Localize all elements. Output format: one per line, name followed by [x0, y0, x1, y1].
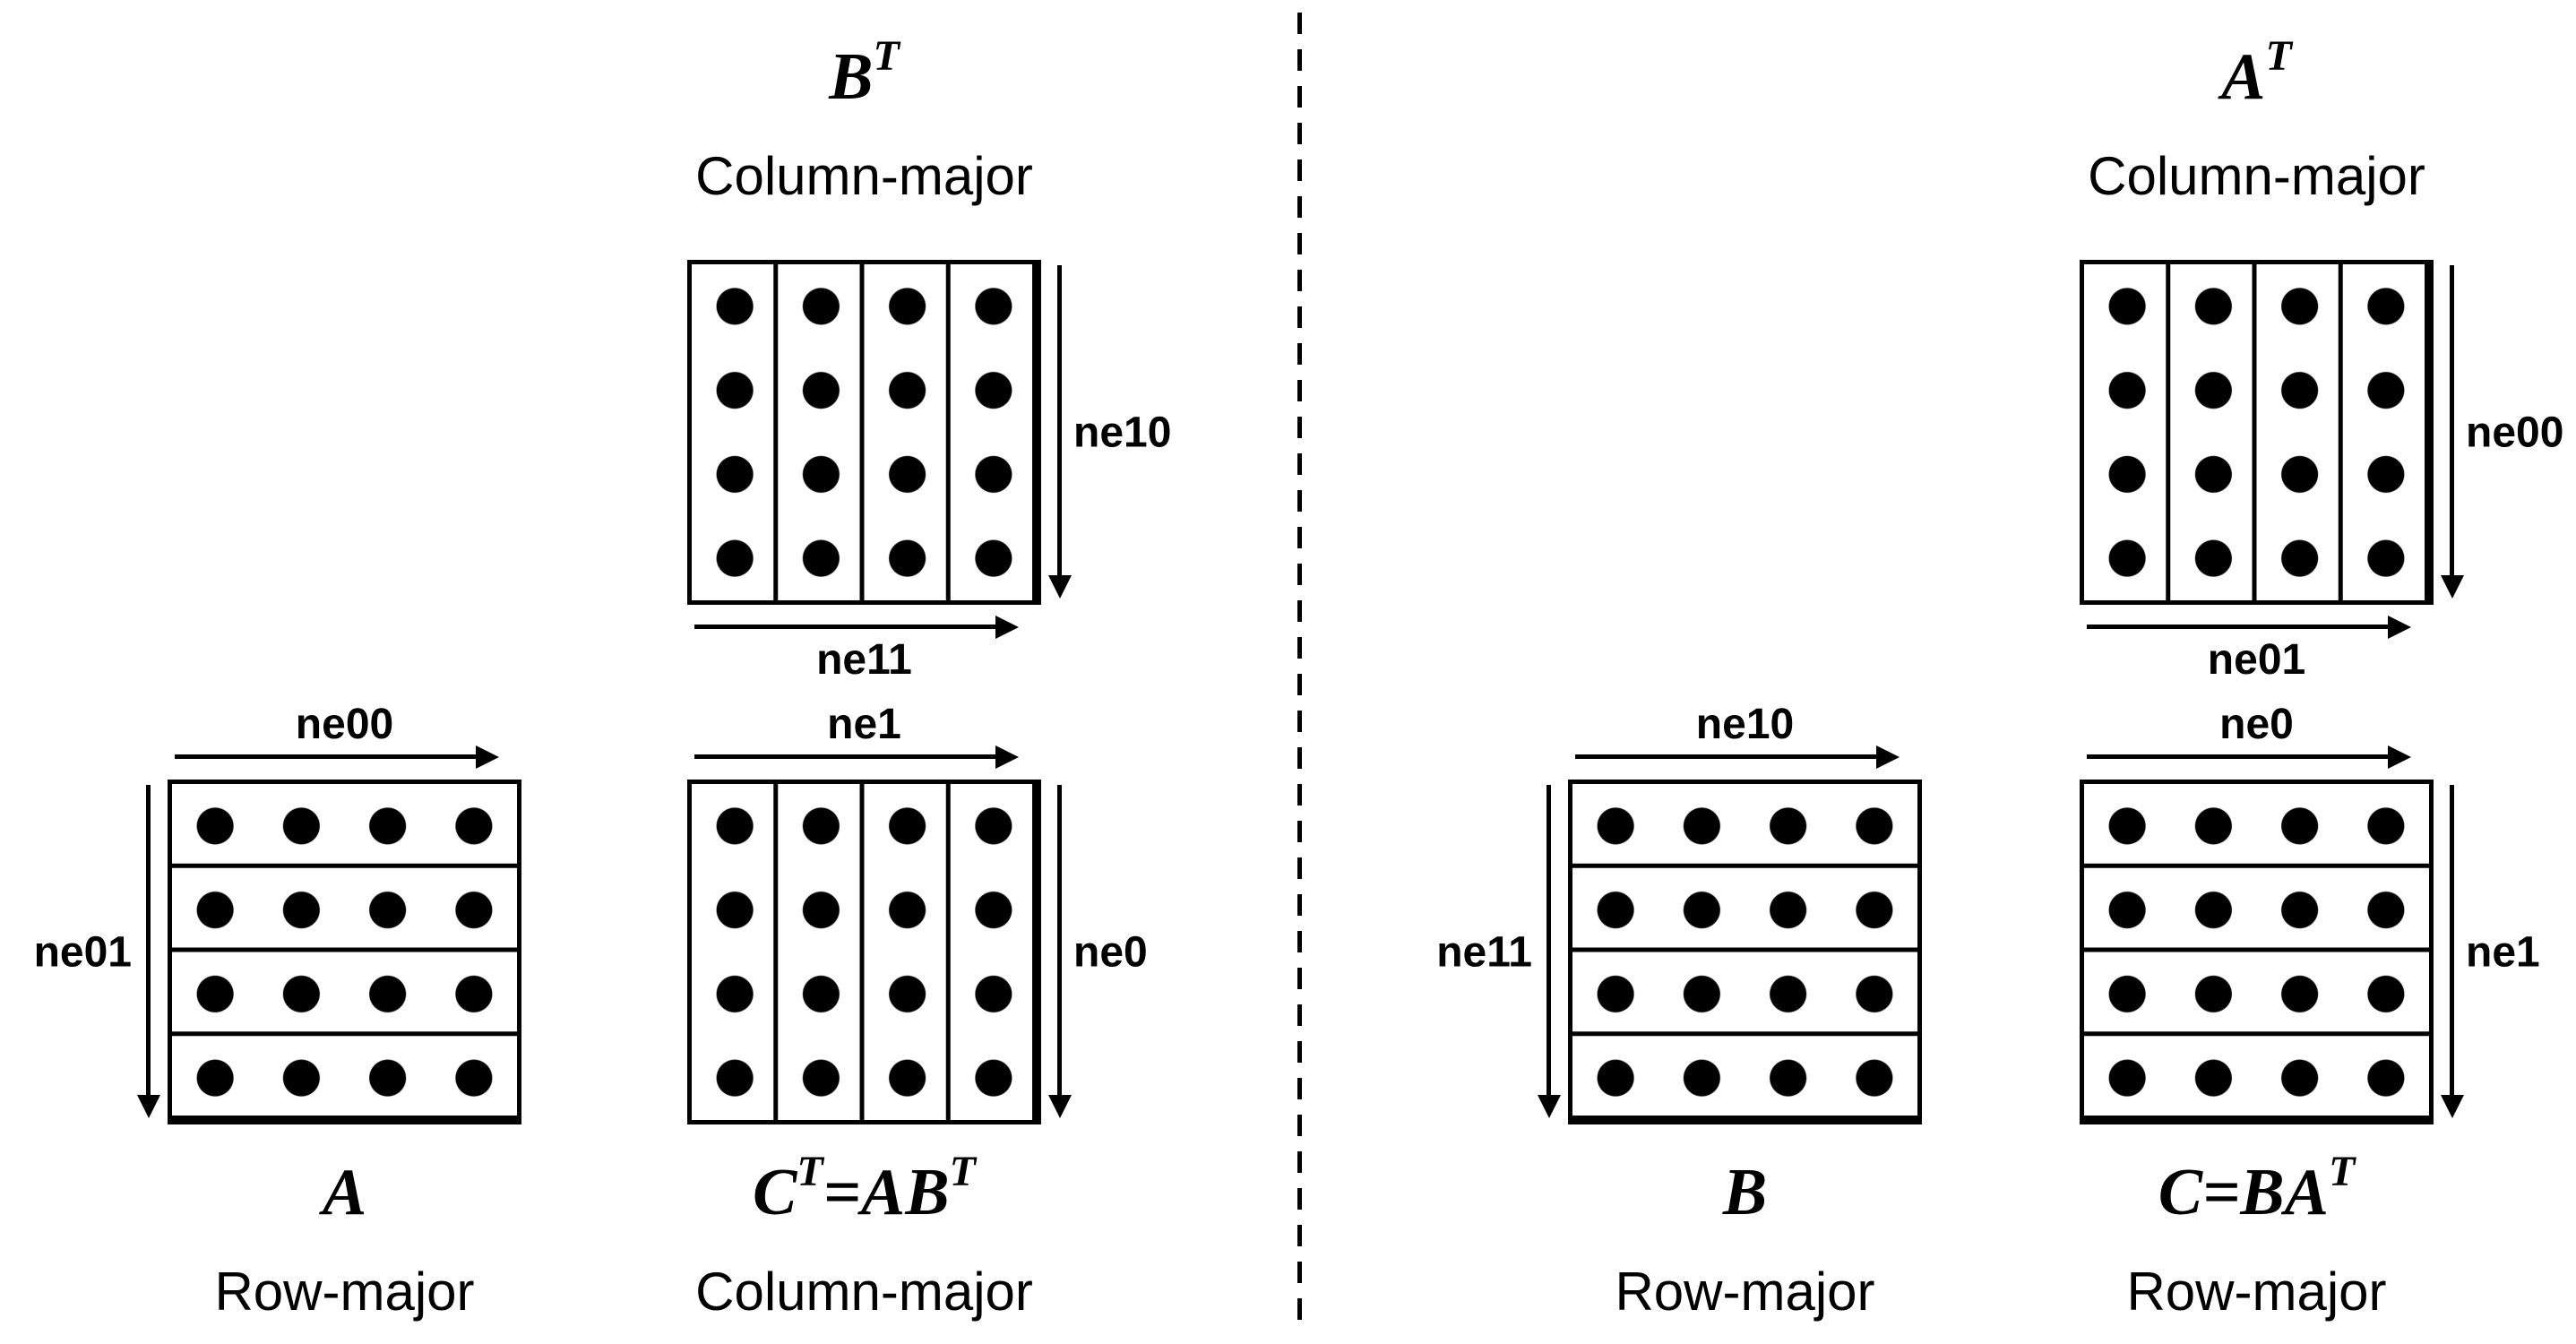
vertical-dim-label: ne00 — [2466, 409, 2564, 456]
down-arrow-icon — [136, 785, 160, 1118]
matrix-caption: B Row-major — [1615, 1157, 1874, 1323]
right-arrow-icon — [694, 745, 1019, 769]
matrix-group-a-transpose: AT Column-major ne00 ne01 — [2080, 35, 2563, 684]
matrix-grid — [1568, 780, 1922, 1124]
right-arrow-icon — [2087, 615, 2411, 639]
storage-order-label: Column-major — [2088, 146, 2425, 206]
right-arrow-icon — [694, 615, 1019, 639]
matrix-caption: BT Column-major — [695, 32, 1033, 208]
horizontal-dim-label: ne1 — [827, 701, 901, 748]
horizontal-dim-label: ne0 — [2219, 701, 2294, 748]
storage-order-label: Row-major — [2126, 1262, 2387, 1322]
right-arrow-icon — [2087, 745, 2411, 769]
matrix-name: AT — [2221, 32, 2292, 114]
matrix-grid — [2080, 780, 2434, 1124]
matrix-caption: A Row-major — [214, 1157, 474, 1323]
horizontal-dim-label: ne10 — [1695, 701, 1795, 748]
matrix-grid — [687, 260, 1041, 605]
matrix-caption: CT=ABT Column-major — [695, 1148, 1033, 1323]
down-arrow-icon — [1537, 785, 1561, 1118]
matrix-group-b: ne10 ne11 B Row-major — [1436, 701, 1922, 1322]
vertical-dim-label: ne01 — [33, 928, 132, 976]
down-arrow-icon — [2440, 785, 2464, 1118]
vertical-dim-label: ne1 — [2466, 928, 2540, 976]
matrix-name: CT=ABT — [753, 1148, 976, 1229]
panel-divider-dashed-line — [1297, 13, 1302, 1335]
storage-order-label: Column-major — [695, 146, 1033, 206]
storage-order-label: Column-major — [695, 1262, 1033, 1322]
right-arrow-icon — [1575, 745, 1900, 769]
matrix-name: C=BAT — [2158, 1148, 2356, 1229]
vertical-dim-label: ne11 — [1436, 928, 1532, 976]
vertical-dim-label: ne0 — [1073, 928, 1148, 976]
matrix-grid — [2080, 260, 2434, 605]
matrix-caption: AT Column-major — [2088, 32, 2425, 208]
matrix-group-c: ne0 ne1 C=BAT Row-major — [2080, 701, 2540, 1322]
down-arrow-icon — [1047, 265, 1072, 599]
horizontal-dim-label: ne01 — [2207, 636, 2306, 684]
matrix-group-a: ne00 ne01 A Row-major — [34, 701, 521, 1322]
storage-order-label: Row-major — [214, 1262, 475, 1322]
vertical-dim-label: ne10 — [1073, 409, 1172, 456]
matrix-group-b-transpose: BT Column-major ne10 ne11 — [687, 35, 1171, 684]
matrix-grid — [687, 780, 1041, 1124]
horizontal-dim-label: ne11 — [816, 636, 912, 684]
matrix-name: BT — [829, 32, 900, 114]
right-arrow-icon — [175, 745, 499, 769]
storage-order-label: Row-major — [1615, 1262, 1875, 1322]
matrix-caption: C=BAT Row-major — [2126, 1148, 2387, 1323]
matrix-group-c-transpose: ne1 ne0 CT=ABT Column-major — [687, 701, 1148, 1322]
matrix-name: B — [1722, 1156, 1768, 1229]
matrix-grid — [168, 780, 521, 1124]
matrix-name: A — [322, 1156, 367, 1229]
horizontal-dim-label: ne00 — [295, 701, 394, 748]
down-arrow-icon — [1047, 785, 1072, 1118]
down-arrow-icon — [2440, 265, 2464, 599]
